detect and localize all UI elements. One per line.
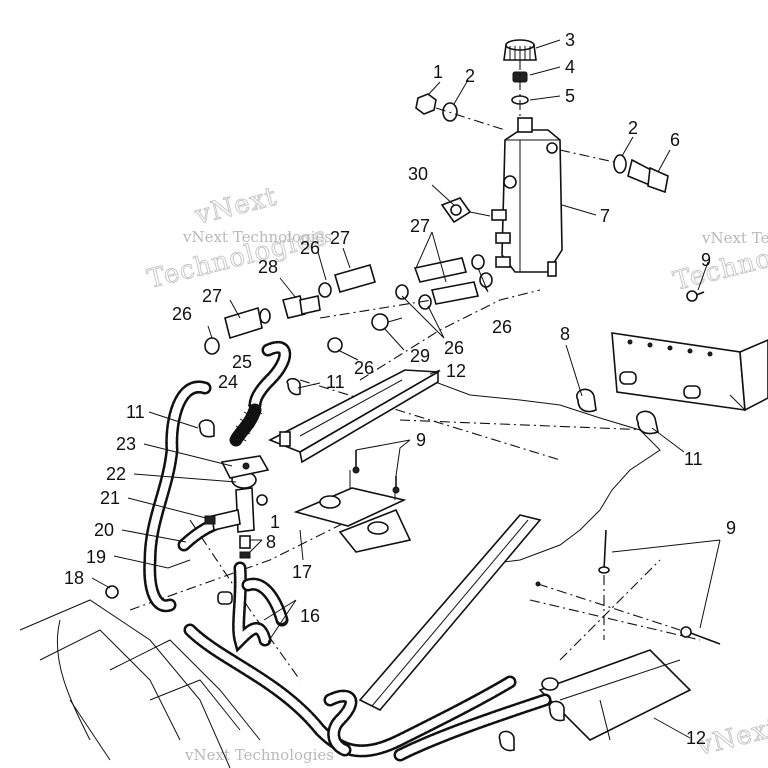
- callout-2: 2: [465, 66, 475, 86]
- callout-20: 20: [94, 520, 114, 540]
- callout-2-right: 2: [628, 118, 638, 138]
- callout-26-lower: 26: [354, 358, 374, 378]
- callout-17: 17: [292, 562, 312, 582]
- callout-7: 7: [600, 206, 610, 226]
- bracket-17: [293, 470, 412, 553]
- callout-9-top-right: 9: [701, 250, 711, 270]
- callout-numbers: 1 2 3 4 5 2 6 7 30 27 27 26 28 27 26 26 …: [64, 30, 736, 748]
- callout-27-right: 27: [410, 216, 430, 236]
- callout-19: 19: [86, 547, 106, 567]
- callout-3: 3: [565, 30, 575, 50]
- callout-30: 30: [408, 164, 428, 184]
- callout-12-bottom: 12: [686, 728, 706, 748]
- callout-26-left: 26: [172, 304, 192, 324]
- watermark-layer: Technologies vNext Technologies vNext vN…: [144, 181, 768, 764]
- tee-fitting: [204, 455, 270, 559]
- connector-30: [440, 197, 491, 224]
- callout-6: 6: [670, 130, 680, 150]
- clamps-left: [105, 377, 565, 752]
- plug-29: [371, 313, 403, 331]
- callout-23: 23: [116, 434, 136, 454]
- callout-5: 5: [565, 86, 575, 106]
- bracket-panel-right: [611, 332, 768, 412]
- bolt-washer-right: [559, 149, 669, 194]
- bolts-9-middle: [352, 450, 400, 494]
- callout-11-right: 11: [684, 449, 703, 469]
- callout-12-middle: 12: [446, 361, 466, 381]
- tubes-27-right: [395, 254, 493, 310]
- callout-26-top: 26: [300, 238, 320, 258]
- watermark-small-left: vNext Technologies: [182, 228, 332, 246]
- callout-8-right: 8: [560, 324, 570, 344]
- callout-18: 18: [64, 568, 84, 588]
- callout-28: 28: [258, 257, 278, 277]
- leader-lines: [91, 39, 721, 739]
- cap-assembly: [503, 39, 537, 118]
- bracket-12-middle: [268, 369, 441, 464]
- callout-24: 24: [218, 372, 238, 392]
- callout-27-left: 27: [202, 286, 222, 306]
- coolant-hoses: [143, 340, 552, 762]
- coolant-reservoir: [491, 117, 563, 277]
- callout-11-top: 11: [326, 372, 345, 392]
- chassis-frame: [19, 289, 701, 768]
- callout-22: 22: [106, 464, 126, 484]
- callout-16: 16: [300, 606, 320, 626]
- callout-27-top: 27: [330, 228, 350, 248]
- callout-29: 29: [410, 346, 430, 366]
- callout-9-lower-right: 9: [726, 518, 736, 538]
- callout-21: 21: [100, 488, 120, 508]
- watermark-vnext-left: vNext: [191, 182, 280, 231]
- callout-8-left: 8: [266, 532, 276, 552]
- callout-9-middle: 9: [416, 430, 426, 450]
- watermark-small-right: vNext Technologies: [701, 229, 768, 247]
- callout-1: 1: [433, 62, 443, 82]
- bolts-9-right: [535, 290, 721, 645]
- callout-11-left: 11: [126, 402, 145, 422]
- callout-26-right: 26: [492, 317, 512, 337]
- callout-4: 4: [565, 57, 575, 77]
- callout-1-lower: 1: [270, 512, 280, 532]
- callout-26-mid: 26: [444, 338, 464, 358]
- callout-25: 25: [232, 352, 252, 372]
- watermark-small-bottom: vNext Technologies: [184, 746, 334, 764]
- nut-washer-left: [415, 93, 506, 131]
- tubes-27-left: [204, 264, 433, 355]
